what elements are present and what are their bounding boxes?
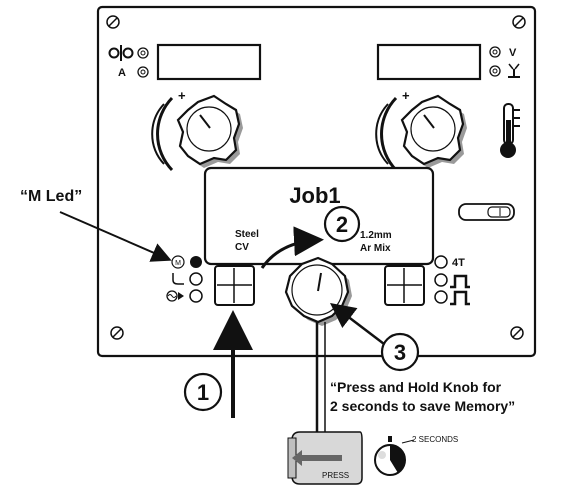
left-display-window: [156, 43, 262, 81]
left-adjust-knob[interactable]: +: [151, 88, 243, 172]
arc-length-icon: [508, 63, 520, 78]
stopwatch-icon: 2 SECONDS: [374, 435, 458, 476]
svg-text:2: 2: [336, 212, 348, 237]
svg-text:M: M: [175, 260, 181, 267]
led-indicator-icon: [489, 65, 501, 77]
right-display-window: [376, 43, 482, 81]
screw-icon: [512, 15, 526, 29]
pulse-icon: [450, 274, 470, 289]
svg-text:+: +: [178, 88, 186, 103]
instruction-line-2: 2 seconds to save Memory”: [330, 398, 515, 414]
led-indicator: [434, 290, 448, 304]
material-line-1: Steel: [235, 229, 259, 240]
wire-line-1: 1.2mm: [360, 230, 392, 241]
wave-icon: [166, 290, 184, 302]
screw-icon: [110, 326, 124, 340]
mode-select-button[interactable]: [214, 265, 255, 306]
process-icon: [172, 273, 184, 285]
led-indicator-icon: [137, 47, 149, 59]
step-2-arrow: [260, 226, 324, 269]
svg-text:1: 1: [197, 380, 209, 405]
memory-led-lit: [190, 256, 202, 268]
led-indicator-icon: [137, 66, 149, 78]
step-2-badge: 2: [323, 205, 361, 243]
led-indicator: [434, 273, 448, 287]
volts-unit-label: V: [509, 47, 517, 59]
step-1-badge: 1: [183, 372, 223, 412]
memory-led: M: [171, 255, 185, 269]
led-indicator: [189, 289, 203, 303]
double-pulse-icon: [450, 290, 470, 306]
step-3-arrow: [330, 302, 385, 345]
svg-text:PRESS: PRESS: [322, 471, 349, 480]
led-indicator: [189, 272, 203, 286]
right-adjust-knob[interactable]: +: [375, 88, 467, 172]
svg-text:3: 3: [394, 340, 406, 365]
gas-purge-icon: [458, 203, 515, 221]
led-indicator: [434, 255, 448, 269]
m-led-callout: “M Led”: [20, 188, 82, 205]
led-indicator-icon: [489, 46, 501, 58]
trigger-mode-label: 4T: [452, 257, 465, 269]
instruction-line-1: “Press and Hold Knob for: [330, 379, 502, 395]
step-3-badge: 3: [380, 332, 420, 372]
svg-text:+: +: [402, 88, 410, 103]
screw-icon: [106, 15, 120, 29]
thermometer-icon: [500, 103, 520, 158]
job-title: Job1: [289, 183, 340, 208]
press-button-icon: PRESS: [287, 431, 363, 485]
svg-text:2 SECONDS: 2 SECONDS: [412, 435, 458, 444]
wire-line-2: Ar Mix: [360, 243, 391, 254]
amps-unit-label: A: [118, 67, 126, 79]
wire-feed-icon: [108, 45, 134, 61]
trigger-select-button[interactable]: [384, 265, 425, 306]
material-line-2: CV: [235, 242, 249, 253]
screw-icon: [510, 326, 524, 340]
m-led-arrow: [59, 211, 172, 262]
